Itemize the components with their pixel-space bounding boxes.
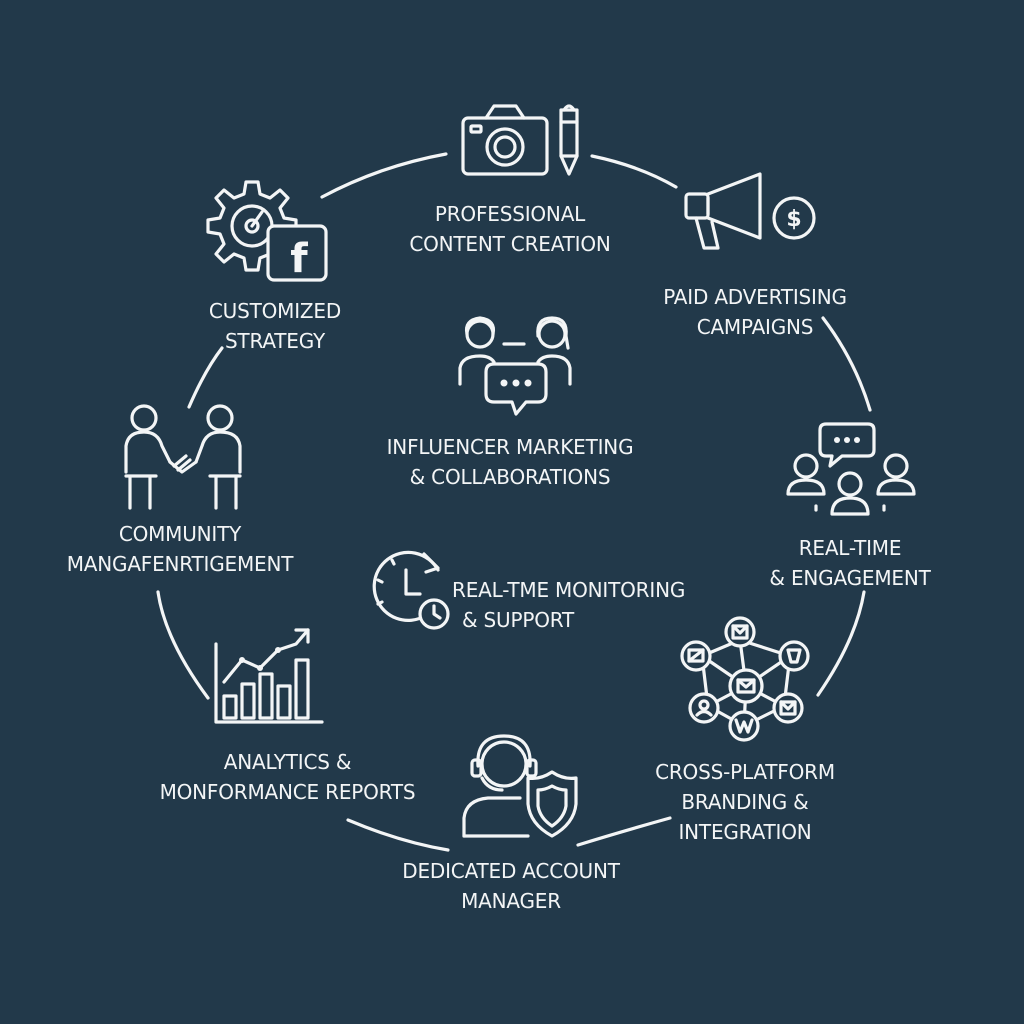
camera-pen-icon bbox=[461, 104, 579, 176]
node-label: PROFESSIONAL CONTENT CREATION bbox=[409, 202, 611, 256]
megaphone-dollar-icon: $ bbox=[684, 172, 816, 250]
headset-shield-icon bbox=[462, 734, 578, 838]
network-icon bbox=[680, 616, 810, 742]
gear-facebook-icon: f bbox=[206, 180, 328, 282]
ring-arc-left-upper bbox=[187, 346, 224, 409]
group-chat-icon bbox=[786, 422, 916, 516]
node-label: REAL-TIME & ENGAGEMENT bbox=[769, 536, 931, 590]
ring-arc-right-lower bbox=[816, 590, 866, 697]
svg-text:$: $ bbox=[786, 207, 801, 232]
ring-arc-top-right bbox=[590, 154, 678, 189]
node-label: PAID ADVERTISING CAMPAIGNS bbox=[663, 285, 847, 339]
influencers-chat-icon bbox=[458, 316, 572, 416]
node-label: REAL-TME MONITORING & SUPPORT bbox=[452, 578, 686, 632]
node-label: CROSS-PLATFORM BRANDING & INTEGRATION bbox=[655, 760, 835, 844]
ring-arc-right-upper bbox=[821, 316, 872, 412]
clock-icon bbox=[372, 550, 450, 630]
node-label: ANALYTICS & MONFORMANCE REPORTS bbox=[159, 750, 416, 804]
node-label: COMMUNITY MANGAFENRTIGEMENT bbox=[66, 522, 294, 576]
ring-arc-left-lower bbox=[156, 590, 210, 700]
node-label: DEDICATED ACCOUNT MANAGER bbox=[402, 859, 620, 913]
node-label: INFLUENCER MARKETING & COLLABORATIONS bbox=[386, 435, 634, 489]
svg-text:f: f bbox=[290, 236, 308, 282]
ring-arc-bottom-left bbox=[346, 818, 450, 852]
bar-chart-trend-icon bbox=[214, 628, 324, 724]
ring-arc-bottom-right bbox=[576, 816, 672, 847]
ring-arc-top-left bbox=[320, 152, 448, 199]
handshake-icon bbox=[124, 404, 242, 510]
node-label: CUSTOMIZED STRATEGY bbox=[208, 299, 342, 353]
